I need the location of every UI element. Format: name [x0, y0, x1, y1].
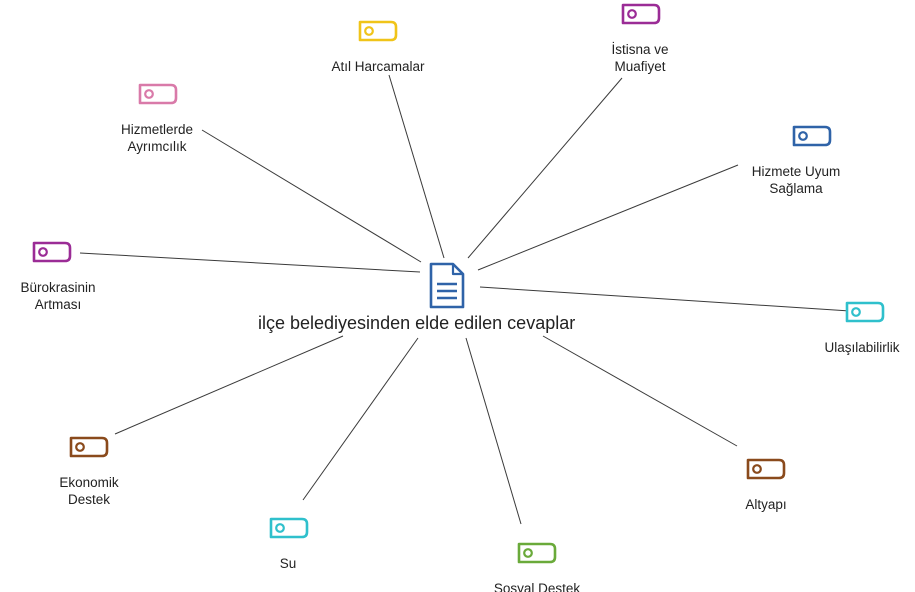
- connector-atil-harcamalar: [388, 74, 445, 259]
- node-label-line: Ayrımcılık: [127, 139, 187, 154]
- node-label-line: Su: [279, 556, 297, 571]
- node-label-line: Altyapı: [745, 497, 787, 512]
- node-label-line: Ekonomik: [59, 475, 119, 490]
- node-label-line: Sosyal Destek: [493, 581, 581, 592]
- connector-burokrasinin-artmasi: [79, 252, 421, 273]
- connector-ulasilabilirlik: [479, 286, 851, 312]
- tag-icon[interactable]: [68, 435, 110, 464]
- connector-altyapi: [542, 335, 738, 447]
- connector-sosyal-destek: [465, 337, 522, 525]
- node-label-line: Hizmete Uyum: [751, 164, 841, 179]
- node-label: Su: [280, 555, 297, 572]
- node-label-line: Muafiyet: [614, 59, 666, 74]
- node-label-line: Bürokrasinin: [20, 280, 96, 295]
- tag-icon[interactable]: [31, 240, 73, 269]
- tag-icon[interactable]: [620, 2, 662, 31]
- connector-hizmetlerde-ayrimcilik: [201, 129, 422, 263]
- node-label-line: Hizmetlerde: [120, 122, 194, 137]
- node-label: Sosyal Destek: [494, 580, 580, 592]
- connector-hizmete-uyum-saglama: [477, 164, 739, 271]
- node-label: Ulaşılabilirlik: [824, 339, 899, 356]
- node-label-line: Ulaşılabilirlik: [824, 340, 900, 355]
- node-label-line: İstisna ve: [611, 42, 669, 57]
- node-label-line: Sağlama: [769, 181, 823, 196]
- connector-ekonomik-destek: [114, 335, 344, 435]
- tag-icon[interactable]: [357, 19, 399, 48]
- tag-icon[interactable]: [745, 457, 787, 486]
- connector-su: [302, 337, 419, 501]
- connector-istisna-ve-muafiyet: [467, 77, 623, 259]
- tag-icon[interactable]: [137, 82, 179, 111]
- node-label-line: Destek: [67, 492, 111, 507]
- document-icon[interactable]: [428, 262, 466, 315]
- node-label: Atıl Harcamalar: [331, 58, 424, 75]
- node-label-line: Artması: [34, 297, 82, 312]
- tag-icon[interactable]: [791, 124, 833, 153]
- tag-icon[interactable]: [516, 541, 558, 570]
- node-label: Altyapı: [745, 496, 786, 513]
- node-label: İstisna ve Muafiyet: [611, 41, 668, 75]
- tag-icon[interactable]: [268, 516, 310, 545]
- center-title: ilçe belediyesinden elde edilen cevaplar: [258, 313, 576, 333]
- node-label-line: Atıl Harcamalar: [331, 59, 425, 74]
- tag-icon[interactable]: [844, 300, 886, 329]
